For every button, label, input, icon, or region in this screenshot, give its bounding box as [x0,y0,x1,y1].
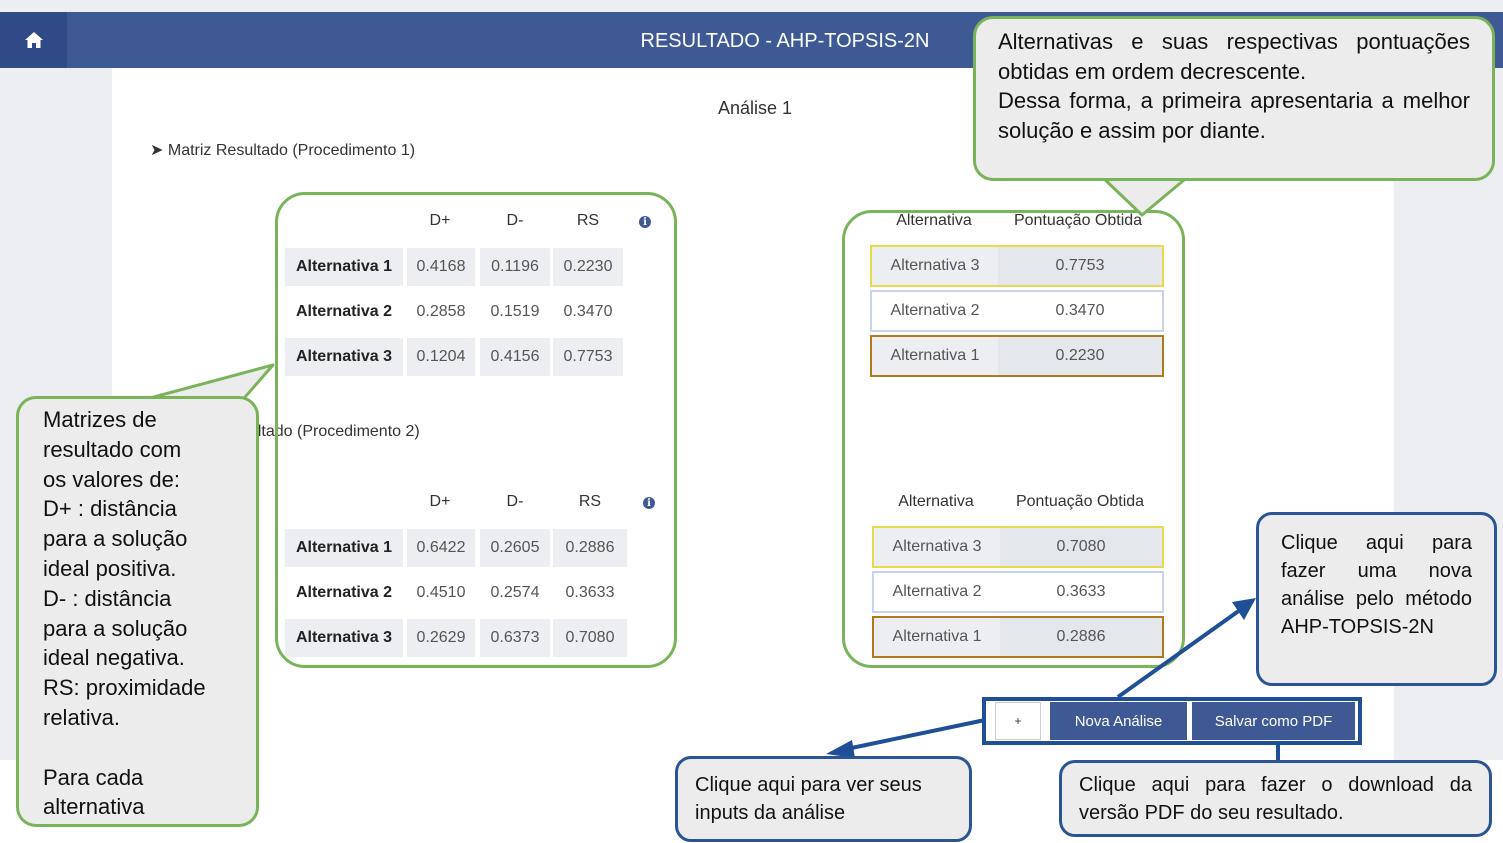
ranking-score: 0.2230 [998,337,1162,375]
callout-line: para a solução [43,615,188,641]
row-label: Alternativa 1 [285,529,403,567]
bullet-arrow-icon: ➤ [150,142,164,159]
cell-rs: 0.2886 [553,529,627,567]
row-label: Alternativa 1 [285,248,403,286]
callout-line: os valores de: [43,466,180,492]
header-dplus: D+ [429,493,451,510]
section-title-1: ➤ Matriz Resultado (Procedimento 1) [150,140,415,160]
ranking-alt: Alternativa 3 [872,247,998,285]
cell-rs: 0.3633 [565,584,615,601]
cell-dplus: 0.4510 [416,584,466,601]
inputs-arrow-head [826,740,855,758]
page-title: RESULTADO - AHP-TOPSIS-2N [640,30,930,52]
callout-line: relativa. [43,704,121,730]
analysis-title: Análise 1 [717,98,793,118]
ranking-score: 0.3470 [998,292,1162,330]
top-callout-tail [1098,173,1192,217]
ranking-score: 0.7753 [998,247,1162,285]
ranking-alt: Alternativa 3 [874,528,1000,566]
row-label: Alternativa 2 [295,303,393,320]
header-rs: RS [578,493,602,510]
header-dminus: D- [506,493,524,510]
cell-dplus: 0.1204 [407,338,475,376]
callout-text: Clique aqui para fazer uma nova análise … [1281,532,1472,638]
nova-arrow-line [1116,608,1242,699]
cell-rs: 0.3470 [563,303,613,320]
ranking-score: 0.2886 [1000,618,1162,656]
ranking-alt: Alternativa 1 [872,337,998,375]
matrix-explanation-callout: Matrizes de resultado com os valores de:… [16,396,259,827]
cell-dminus: 0.2605 [480,529,550,567]
ranking-alt: Alternativa 2 [874,573,1000,611]
callout-text-1: Alternativas e suas respectivas pontuaçõ… [998,29,1470,84]
callout-line: D- : distância [43,585,172,611]
ranking-row-last: Alternativa 1 0.2886 [872,616,1164,658]
cell-dplus: 0.2629 [407,619,475,657]
header-alternativa: Alternativa [898,493,974,510]
pdf-callout: Clique aqui para fazer o download da ver… [1059,760,1492,837]
cell-rs: 0.7080 [553,619,627,657]
cell-dplus: 0.6422 [407,529,475,567]
callout-line: alternativa [43,794,145,820]
row-label: Alternativa 2 [295,584,393,601]
section-1-label: Matriz Resultado (Procedimento 1) [167,142,416,159]
callout-line: RS: proximidade [43,675,206,701]
callout-text: Clique aqui para ver seus inputs da anál… [695,774,922,824]
save-pdf-button[interactable]: Salvar como PDF [1192,702,1355,740]
header-dplus: D+ [429,212,451,229]
ranking-row-first: Alternativa 3 0.7753 [870,245,1164,287]
header-rs: RS [576,212,600,229]
inputs-arrow-line [841,718,986,752]
rankings-highlight [842,210,1185,668]
cell-dminus: 0.1519 [490,303,540,320]
cell-rs: 0.2230 [553,248,623,286]
cell-rs: 0.7753 [553,338,623,376]
matrices-highlight [275,192,677,668]
cell-dminus: 0.6373 [480,619,550,657]
nova-arrow-head [1232,598,1256,620]
callout-line: D+ : distância [43,496,177,522]
callout-line: para a solução [43,526,188,552]
new-analysis-callout: Clique aqui para fazer uma nova análise … [1256,512,1497,686]
ranking-alt: Alternativa 2 [872,292,998,330]
callout-text-2: Dessa forma, a primeira apresentaria a m… [998,88,1470,143]
home-button[interactable] [0,12,67,68]
ranking-row-first: Alternativa 3 0.7080 [872,526,1164,568]
callout-text: Clique aqui para fazer o download da ver… [1079,774,1472,824]
row-label: Alternativa 3 [285,338,403,376]
show-inputs-button[interactable]: + [995,702,1041,740]
cell-dminus: 0.2574 [490,584,540,601]
ranking-alt: Alternativa 1 [874,618,1000,656]
header-pontuacao: Pontuação Obtida [1013,212,1143,229]
callout-line: Para cada [43,764,144,790]
callout-line: Matrizes de [43,407,157,432]
callout-line: ideal positiva. [43,555,177,581]
ranking-explanation-callout: Alternativas e suas respectivas pontuaçõ… [973,16,1495,181]
header-pontuacao: Pontuação Obtida [1015,493,1145,510]
ranking-score: 0.3633 [1000,573,1162,611]
header-dminus: D- [506,212,524,229]
home-icon [24,32,43,48]
callout-line: ideal negativa. [43,645,185,671]
ranking-row: Alternativa 2 0.3633 [872,571,1164,613]
cell-dminus: 0.4156 [480,338,550,376]
cell-dminus: 0.1196 [480,248,550,286]
header-alternativa: Alternativa [896,212,972,229]
cell-dplus: 0.4168 [407,248,475,286]
ranking-score: 0.7080 [1000,528,1162,566]
ranking-row-last: Alternativa 1 0.2230 [870,335,1164,377]
cell-dplus: 0.2858 [416,303,466,320]
ranking-row: Alternativa 2 0.3470 [870,290,1164,332]
callout-line: resultado com [43,436,182,462]
section-2-label: ltado (Procedimento 2) [257,423,420,440]
new-analysis-button[interactable]: Nova Análise [1050,702,1187,740]
info-icon[interactable]: i [643,497,655,509]
callout-line [43,733,232,763]
inputs-callout: Clique aqui para ver seus inputs da anál… [675,756,972,842]
